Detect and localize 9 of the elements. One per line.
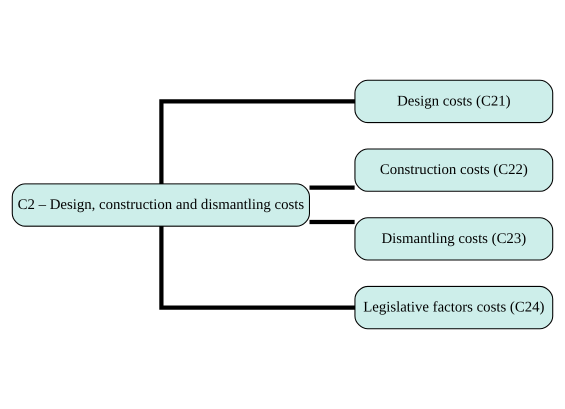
connector xyxy=(310,185,355,190)
node-box: Design costs (C21) xyxy=(354,80,554,124)
node-box: Legislative factors costs (C24) xyxy=(354,286,554,330)
node-box: C2 – Design, construction and dismantling costs xyxy=(12,183,310,227)
connector xyxy=(310,220,355,224)
connector xyxy=(159,99,355,184)
node-box: Dismantling costs (C23) xyxy=(354,217,554,261)
node-box: Construction costs (C22) xyxy=(354,148,554,192)
connector xyxy=(159,226,355,310)
